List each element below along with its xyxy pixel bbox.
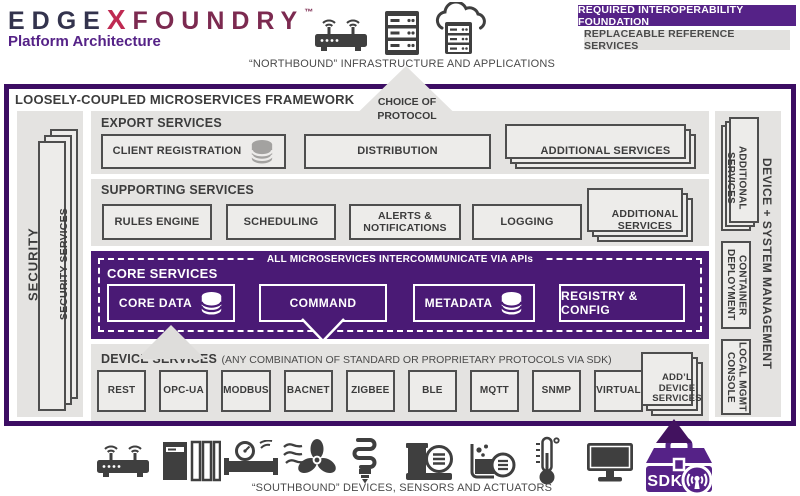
protocol-box-opcua: OPC-UA bbox=[159, 370, 209, 412]
logo-edge-text: EDGE bbox=[8, 7, 107, 35]
toolbox-graphic bbox=[646, 437, 713, 496]
protocol-label: OPC-UA bbox=[163, 385, 204, 397]
pipe-valve-icon bbox=[224, 440, 278, 475]
management-additional-services-label: ADDITIONAL SERVICES bbox=[725, 146, 748, 210]
export-additional-services-box: ADDITIONAL SERVICES bbox=[515, 134, 696, 169]
core-data-label: CORE DATA bbox=[118, 296, 193, 310]
sdk-label: SDK bbox=[647, 473, 683, 490]
protocol-box-mqtt: MQTT bbox=[469, 370, 519, 412]
rules-engine-box: RULES ENGINE bbox=[102, 204, 212, 240]
protocol-box-row: REST OPC-UA MODBUS BACNET ZIGBEE BLE MQT… bbox=[97, 370, 644, 412]
scheduling-label: SCHEDULING bbox=[243, 215, 319, 228]
management-additional-services-box: ADDITIONAL SERVICES bbox=[721, 125, 751, 231]
distribution-label: DISTRIBUTION bbox=[357, 145, 438, 158]
sdk-toolbox-icon: SDK bbox=[642, 436, 716, 496]
wifi-router-icon bbox=[97, 445, 149, 477]
wifi-router-icon bbox=[315, 19, 367, 51]
northbound-caption: “NORTHBOUND” INFRASTRUCTURE AND APPLICAT… bbox=[248, 58, 556, 70]
page-title: Platform Architecture bbox=[8, 33, 161, 50]
management-column: DEVICE + SYSTEM MANAGEMENT ADDITIONAL SE… bbox=[715, 111, 781, 417]
core-api-banner: ALL MICROSERVICES INTERCOMMUNICATE VIA A… bbox=[256, 252, 544, 267]
southbound-caption: “SOUTHBOUND” DEVICES, SENSORS AND ACTUAT… bbox=[251, 482, 553, 494]
database-icon bbox=[251, 139, 274, 164]
core-services-band: ALL MICROSERVICES INTERCOMMUNICATE VIA A… bbox=[91, 251, 709, 339]
supporting-additional-services-label: ADDITIONAL SERVICES bbox=[611, 207, 679, 232]
security-column: SECURITY SECURITY SERVICES bbox=[17, 111, 83, 417]
protocol-box-modbus: MODBUS bbox=[221, 370, 271, 412]
container-deployment-box: CONTAINER DEPLOYMENT bbox=[721, 241, 751, 329]
database-icon bbox=[501, 291, 523, 315]
logo-foundry-text: FOUNDRY bbox=[132, 7, 305, 35]
monitor-icon bbox=[587, 443, 633, 482]
sdk-arrow bbox=[656, 419, 692, 443]
legend-required-interoperability: REQUIRED INTEROPERABILITY FOUNDATION bbox=[578, 4, 796, 28]
cloud-server-icon bbox=[435, 2, 486, 54]
supporting-services-section: SUPPORTING SERVICES RULES ENGINE SCHEDUL… bbox=[91, 179, 709, 246]
distribution-box: DISTRIBUTION bbox=[304, 134, 491, 169]
tank-sensor-icon bbox=[470, 444, 516, 479]
scheduling-box: SCHEDULING bbox=[226, 204, 336, 240]
logging-label: LOGGING bbox=[500, 215, 554, 228]
addl-device-services-label: ADD’L DEVICE SERVICES bbox=[652, 371, 702, 405]
export-additional-services-label: ADDITIONAL SERVICES bbox=[540, 145, 671, 158]
supporting-additional-services-box: ADDITIONAL SERVICES bbox=[597, 198, 693, 242]
protocol-label: MODBUS bbox=[223, 385, 269, 397]
addl-device-services-box: ADD’L DEVICE SERVICES bbox=[651, 362, 703, 416]
database-icon bbox=[200, 291, 223, 315]
core-data-box: CORE DATA bbox=[107, 284, 235, 322]
device-services-subtitle: (ANY COMBINATION OF STANDARD OR PROPRIET… bbox=[221, 354, 612, 366]
pump-motor-icon bbox=[406, 443, 453, 480]
logo-x-glyph: X bbox=[106, 4, 133, 35]
registry-config-label: REGISTRY & CONFIG bbox=[561, 289, 638, 317]
alerts-notifications-box: ALERTS & NOTIFICATIONS bbox=[349, 204, 461, 240]
protocol-label: BLE bbox=[422, 385, 443, 397]
local-mgmt-console-label: LOCAL MGMT CONSOLE bbox=[725, 342, 748, 412]
thermometer-icon bbox=[536, 436, 560, 485]
protocol-box-zigbee: ZIGBEE bbox=[345, 370, 395, 412]
rules-engine-label: RULES ENGINE bbox=[114, 215, 200, 228]
logging-box: LOGGING bbox=[472, 204, 582, 240]
registry-config-box: REGISTRY & CONFIG bbox=[559, 284, 685, 322]
client-registration-label: CLIENT REGISTRATION bbox=[112, 145, 242, 158]
export-services-title: EXPORT SERVICES bbox=[101, 116, 222, 130]
metadata-box: METADATA bbox=[413, 284, 535, 322]
supporting-services-title: SUPPORTING SERVICES bbox=[101, 183, 254, 197]
command-arrow bbox=[301, 318, 345, 343]
protocol-box-ble: BLE bbox=[407, 370, 457, 412]
choice-of-protocol-label: CHOICE OF PROTOCOL bbox=[377, 96, 437, 122]
microservices-framework-frame: LOOSELY-COUPLED MICROSERVICES FRAMEWORK … bbox=[4, 84, 796, 426]
server-rack-icon bbox=[385, 11, 419, 55]
protocol-label: MQTT bbox=[479, 385, 509, 397]
plc-controller-icon bbox=[163, 440, 221, 482]
core-services-title: CORE SERVICES bbox=[107, 266, 218, 281]
framework-title: LOOSELY-COUPLED MICROSERVICES FRAMEWORK bbox=[15, 92, 355, 107]
legend-replaceable-services: REPLACEABLE REFERENCE SERVICES bbox=[584, 28, 790, 52]
container-deployment-label: CONTAINER DEPLOYMENT bbox=[725, 249, 748, 321]
local-mgmt-console-box: LOCAL MGMT CONSOLE bbox=[721, 339, 751, 415]
protocol-box-rest: REST bbox=[97, 370, 147, 412]
protocol-label: VIRTUAL bbox=[596, 385, 641, 397]
metadata-label: METADATA bbox=[424, 296, 493, 310]
protocol-box-snmp: SNMP bbox=[531, 370, 581, 412]
edgex-foundry-logo: EDGEXFOUNDRY™ bbox=[8, 4, 313, 36]
core-data-arrow bbox=[137, 325, 205, 359]
protocol-label: SNMP bbox=[541, 385, 572, 397]
security-services-label: SECURITY SERVICES bbox=[57, 207, 70, 321]
protocol-label: REST bbox=[107, 385, 136, 397]
protocol-label: BACNET bbox=[286, 385, 330, 397]
cfl-bulb-icon bbox=[352, 438, 377, 484]
client-registration-box: CLIENT REGISTRATION bbox=[101, 134, 286, 169]
choice-of-protocol-arrow bbox=[342, 66, 470, 128]
command-box: COMMAND bbox=[259, 284, 387, 322]
protocol-label: ZIGBEE bbox=[351, 385, 390, 397]
protocol-box-bacnet: BACNET bbox=[283, 370, 333, 412]
command-label: COMMAND bbox=[289, 296, 357, 310]
protocol-box-virtual: VIRTUAL bbox=[593, 370, 644, 412]
security-services-box: SECURITY SERVICES bbox=[50, 129, 78, 399]
alerts-notifications-label: ALERTS & NOTIFICATIONS bbox=[363, 209, 447, 234]
logo-trademark: ™ bbox=[304, 7, 314, 17]
fan-icon bbox=[283, 439, 336, 474]
management-label: DEVICE + SYSTEM MANAGEMENT bbox=[760, 158, 774, 370]
